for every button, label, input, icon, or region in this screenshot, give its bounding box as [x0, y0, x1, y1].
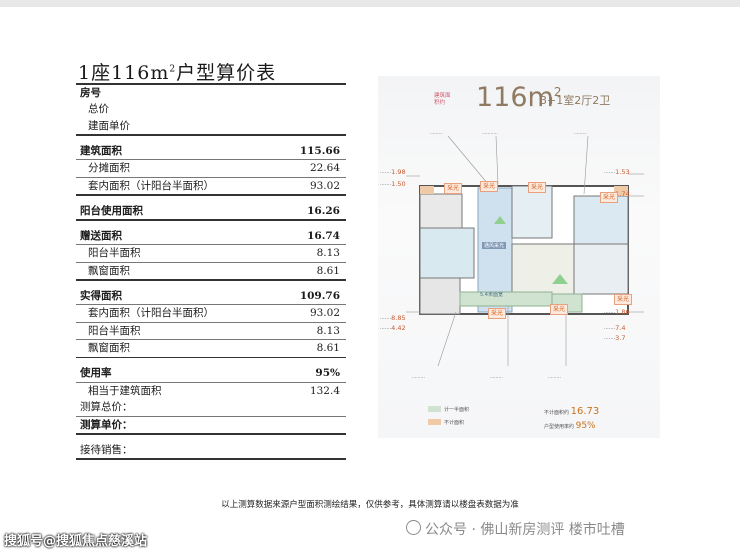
plan-right-bottom-room: [573, 243, 629, 295]
floor-plan-drawing: [406, 135, 644, 367]
plan-leader-line: [447, 135, 489, 185]
plan-usage-rate: 户型使用率约 95%: [544, 421, 596, 431]
sunlight-arrow: [494, 216, 506, 224]
legend-nocount: 不计面积: [444, 420, 465, 426]
plan-note: ·········: [430, 132, 443, 137]
legend-swatch-gift: [428, 406, 441, 412]
table-rule: [76, 356, 346, 358]
daylight-tag: 采光: [444, 183, 463, 194]
daylight-tag: 采光: [614, 294, 633, 305]
plan-left-balcony: [419, 193, 463, 229]
wechat-icon: [406, 520, 421, 535]
plan-leader-line: [583, 135, 589, 195]
table-rule: [76, 219, 346, 221]
plan-right-strip: [614, 186, 628, 196]
daylight-tag: 采光: [528, 182, 547, 193]
top-bar: [0, 0, 740, 7]
footer-note: 以上测算数据来源户型面积测绘结果，仅供参考，具体测算请以楼盘表数据为准: [221, 500, 519, 510]
row-calc-total: 测算总价：: [80, 401, 133, 413]
plan-leader-line: [495, 135, 499, 185]
plan-left-bath: [419, 277, 461, 315]
daylight-tag: 采光: [550, 304, 569, 315]
plan-note: ·········: [490, 376, 503, 381]
plan-living-room: [511, 243, 575, 295]
plan-side-strip: [420, 186, 434, 194]
plan-corridor: [477, 187, 513, 313]
plan-top-room: [511, 185, 553, 239]
plan-terrace: [459, 291, 553, 307]
plan-left-room: [419, 227, 475, 279]
floor-plan-panel: 建筑面积约 116m2 3+1室2厅2卫 ········· ·········…: [378, 76, 660, 438]
daylight-tag: 采光: [480, 181, 499, 192]
plan-note: ·········: [574, 132, 587, 137]
watermark-right: 公众号 · 佛山新房测评 楼市吐槽: [406, 519, 625, 539]
dim-right-3: ·······1.86: [604, 308, 630, 316]
plan-note: ·········: [412, 376, 425, 381]
dim-left-4: ·······4.42: [380, 324, 406, 332]
hall-label: 通风采光: [482, 242, 507, 249]
watermark-left: 搜狐号@搜狐焦点慈溪站: [4, 534, 148, 549]
row-inner-area: 套内面积（计阳台半面积）93.02: [88, 179, 340, 192]
dim-right-4: ·······7.4: [604, 324, 626, 332]
row-calc-unit: 测算单价：: [80, 418, 133, 431]
plan-area-caption: 建筑面积约: [434, 93, 451, 106]
daylight-tag: 采光: [600, 192, 619, 203]
row-inner-area-2: 套内面积（计阳台半面积）93.02: [88, 307, 340, 319]
dim-right-1: ·······1.53: [604, 168, 630, 176]
dim-right-5: ·······3.7: [604, 334, 626, 342]
table-rule: [76, 83, 346, 85]
hall-dim: 5.4米面宽: [480, 292, 503, 298]
table-rule: [76, 279, 346, 281]
daylight-tag: 采光: [488, 308, 507, 319]
plan-note: ···········: [482, 132, 498, 137]
row-unit-price: 建面单价: [88, 119, 130, 132]
row-total-price: 总价: [88, 103, 109, 115]
plan-note: ·········: [548, 376, 561, 381]
dim-left-2: ·······1.50: [380, 180, 406, 188]
row-sales-agent: 接待销售：: [80, 443, 133, 456]
table-rule: [76, 194, 346, 196]
table-rule: [76, 134, 346, 136]
plan-uncounted-area: 不计面积约 16.73: [544, 406, 600, 417]
plan-area: 116m2: [476, 82, 562, 113]
plan-right-top-room: [573, 195, 629, 245]
table-rule: [76, 458, 346, 460]
dim-left-1: ·······1.98: [380, 168, 406, 176]
row-room-no: 房号: [80, 86, 101, 99]
table-rule: [76, 433, 346, 435]
plan-leader-line: [437, 311, 457, 367]
sunlight-arrow: [552, 274, 568, 284]
plan-layout: 3+1室2厅2卫: [540, 94, 611, 107]
sheet-title: 1座116m2户型算价表: [78, 62, 277, 84]
legend-gift: 计一半面积: [444, 407, 470, 413]
legend-swatch-nocount: [428, 419, 441, 425]
dim-left-3: ·······8.85: [380, 314, 406, 322]
